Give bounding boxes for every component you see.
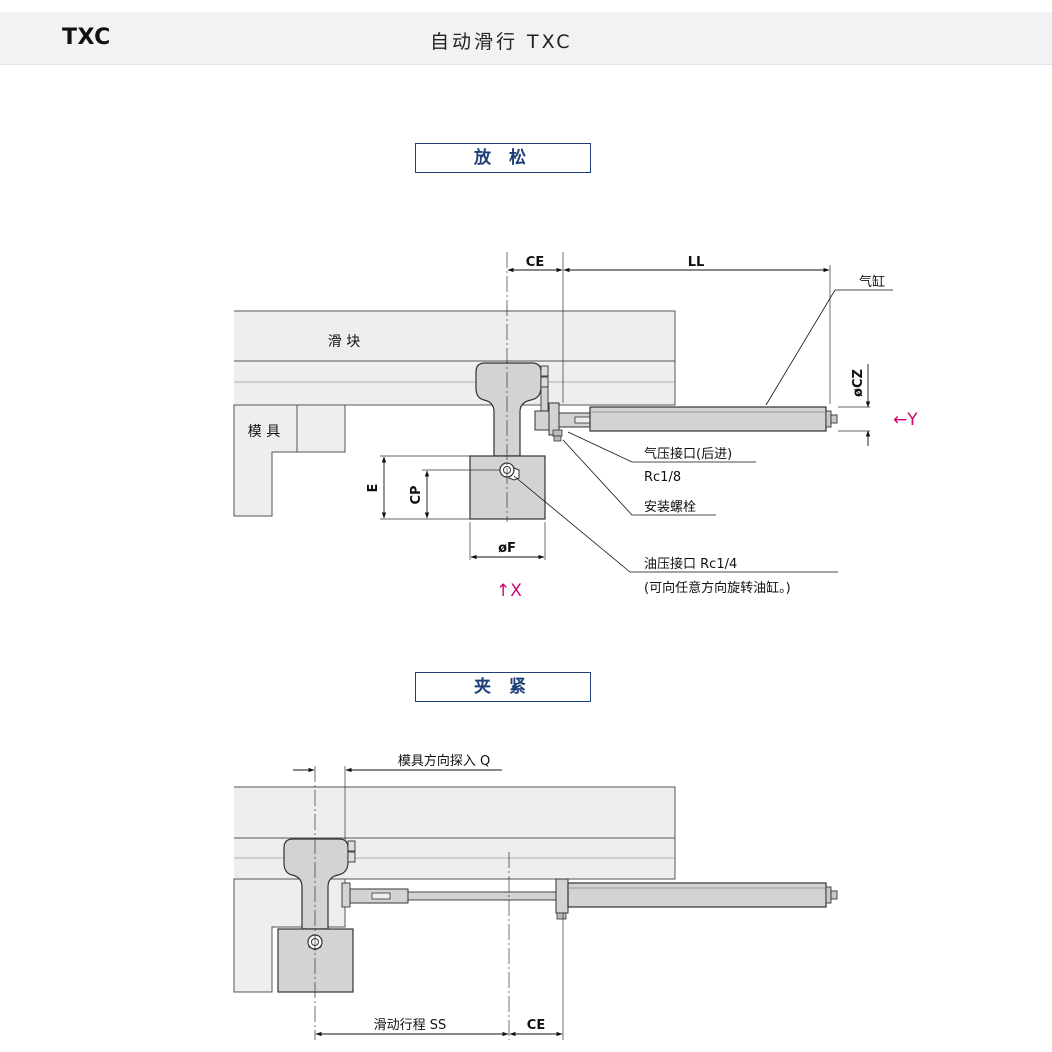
release-oil-note: (可向任意方向旋转油缸。): [644, 580, 791, 596]
release-section-title: 放 松: [415, 143, 591, 173]
release-y-direction: ←Y: [893, 410, 918, 430]
release-cylinder-label: 气缸: [859, 274, 885, 290]
release-air-port-label: 气压接口(后进): [644, 446, 732, 462]
release-t-head: [475, 362, 542, 457]
release-slider-plate: [234, 310, 676, 406]
release-ll-label: LL: [688, 255, 705, 270]
release-drawing: 滑 块 模 具: [233, 252, 918, 601]
release-air-cylinder: [534, 402, 838, 442]
release-cp-label: CP: [409, 485, 424, 504]
release-oil-port-label: 油压接口 Rc1/4: [644, 556, 737, 572]
release-e-label: E: [366, 484, 381, 493]
release-ce-label: CE: [526, 255, 544, 270]
release-air-port-spec: Rc1/8: [644, 470, 681, 485]
clamp-ss-label: 滑动行程 SS: [374, 1018, 447, 1033]
clamp-t-head: [283, 838, 349, 930]
page-header: TXC 自动滑行 TXC: [0, 12, 1052, 65]
release-slider-label: 滑 块: [328, 333, 360, 350]
release-x-direction: ↑X: [496, 581, 522, 601]
clamp-q-label: 模具方向探入 Q: [398, 753, 490, 769]
release-mold: [233, 404, 346, 517]
clamp-drawing: 模具方向探入 Q 滑动行程 SS CE: [233, 753, 838, 1040]
page-title: 自动滑行 TXC: [430, 31, 573, 53]
release-cz-label: øCZ: [851, 369, 866, 397]
clamp-section-title: 夹 紧: [415, 672, 591, 702]
release-f-label: øF: [498, 541, 516, 556]
clamp-air-cylinder: [555, 878, 838, 920]
product-code: TXC: [62, 25, 111, 50]
clamp-ce-label: CE: [527, 1018, 545, 1033]
release-mold-label: 模 具: [248, 424, 280, 440]
release-bolt-label: 安装螺栓: [644, 500, 696, 515]
